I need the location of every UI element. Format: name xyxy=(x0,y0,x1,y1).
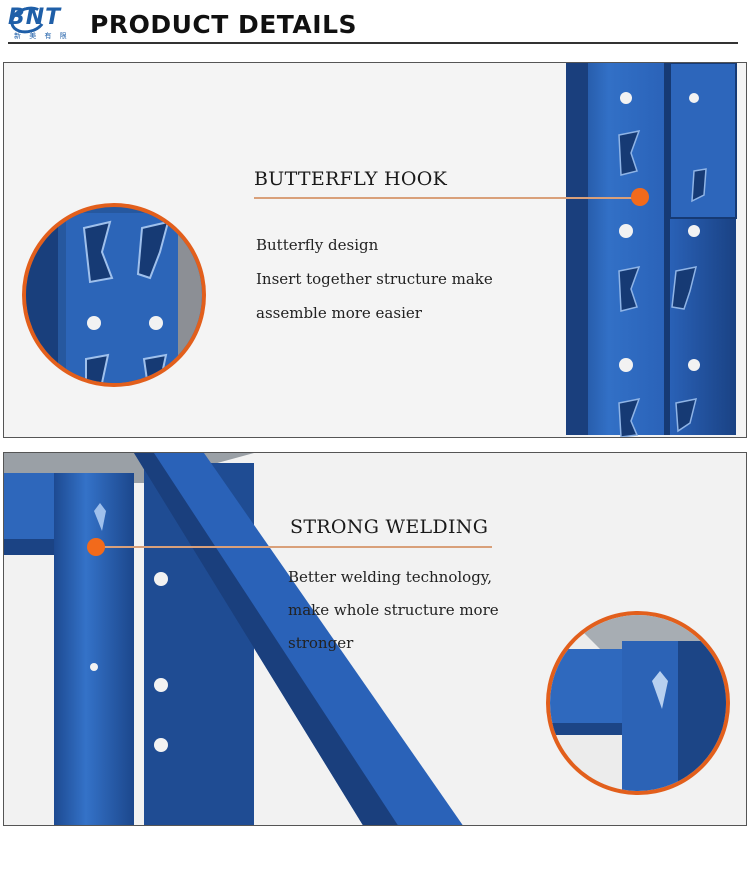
callout-dot-icon xyxy=(87,538,105,556)
feature-description-line: assemble more easier xyxy=(256,304,422,322)
callout-line xyxy=(254,197,639,199)
feature-description-line: stronger xyxy=(288,634,354,652)
logo-subtext: 新 美 有 限 xyxy=(14,32,70,40)
upright-photo xyxy=(22,63,737,437)
feature-description-line: Better welding technology, xyxy=(288,568,493,586)
feature-description-line: Insert together structure make xyxy=(256,270,493,288)
strong-welding-panel: STRONG WELDING Better welding technology… xyxy=(3,452,747,826)
strong-welding-title: STRONG WELDING xyxy=(290,516,489,538)
frame-upright xyxy=(54,473,134,825)
callout-dot-icon xyxy=(631,188,649,206)
callout-line xyxy=(100,546,492,548)
feature-description-line: Butterfly design xyxy=(256,236,379,254)
butterfly-hook-title: BUTTERFLY HOOK xyxy=(254,168,448,190)
brand-logo: BNT 新 美 有 限 xyxy=(7,2,80,42)
frame-photo xyxy=(4,453,730,825)
page-header: BNT 新 美 有 限 PRODUCT DETAILS xyxy=(0,0,750,46)
logo-text: BNT xyxy=(8,5,62,30)
butterfly-hook-panel: BUTTERFLY HOOK Butterfly design Insert t… xyxy=(3,62,747,438)
header-divider xyxy=(8,42,738,44)
page-title: PRODUCT DETAILS xyxy=(90,10,358,39)
feature-description-line: make whole structure more xyxy=(288,601,499,619)
